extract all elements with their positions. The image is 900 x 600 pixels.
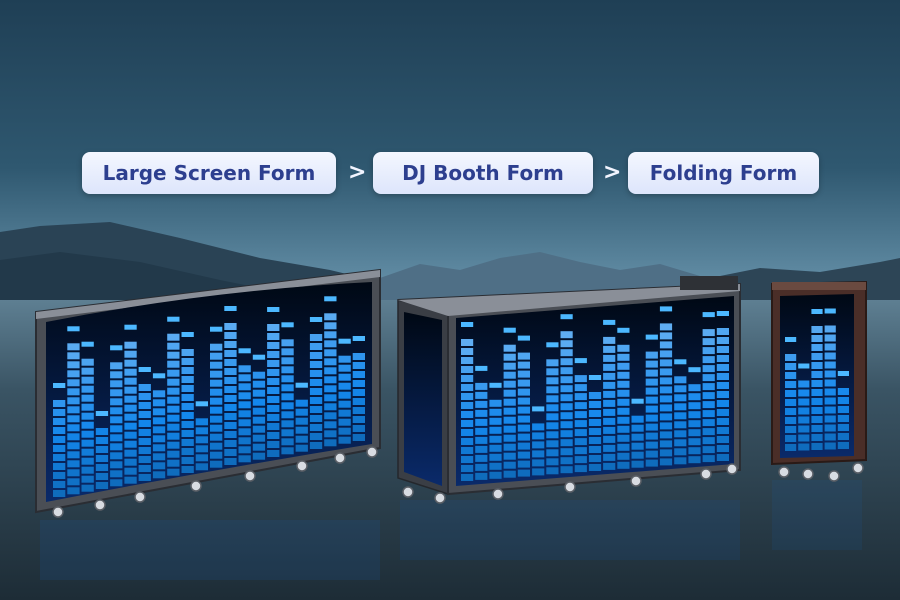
mountain-center [380,252,700,300]
step-dj-booth-form: DJ Booth Form [373,152,593,194]
equalizer-dj [461,306,729,481]
equalizer-large [53,296,365,497]
step-folding-form: Folding Form [628,152,819,194]
chevron-right-icon: > [603,160,622,185]
step-large-screen-form: Large Screen Form [82,152,336,194]
equalizer-folding [785,308,849,451]
booth-dj-side-screen [404,312,442,486]
step-label: Large Screen Form [102,161,316,185]
step-label: Folding Form [649,161,798,185]
chevron-right-icon: > [348,160,367,185]
step-label: DJ Booth Form [402,161,564,185]
caster-wheels [52,446,864,518]
